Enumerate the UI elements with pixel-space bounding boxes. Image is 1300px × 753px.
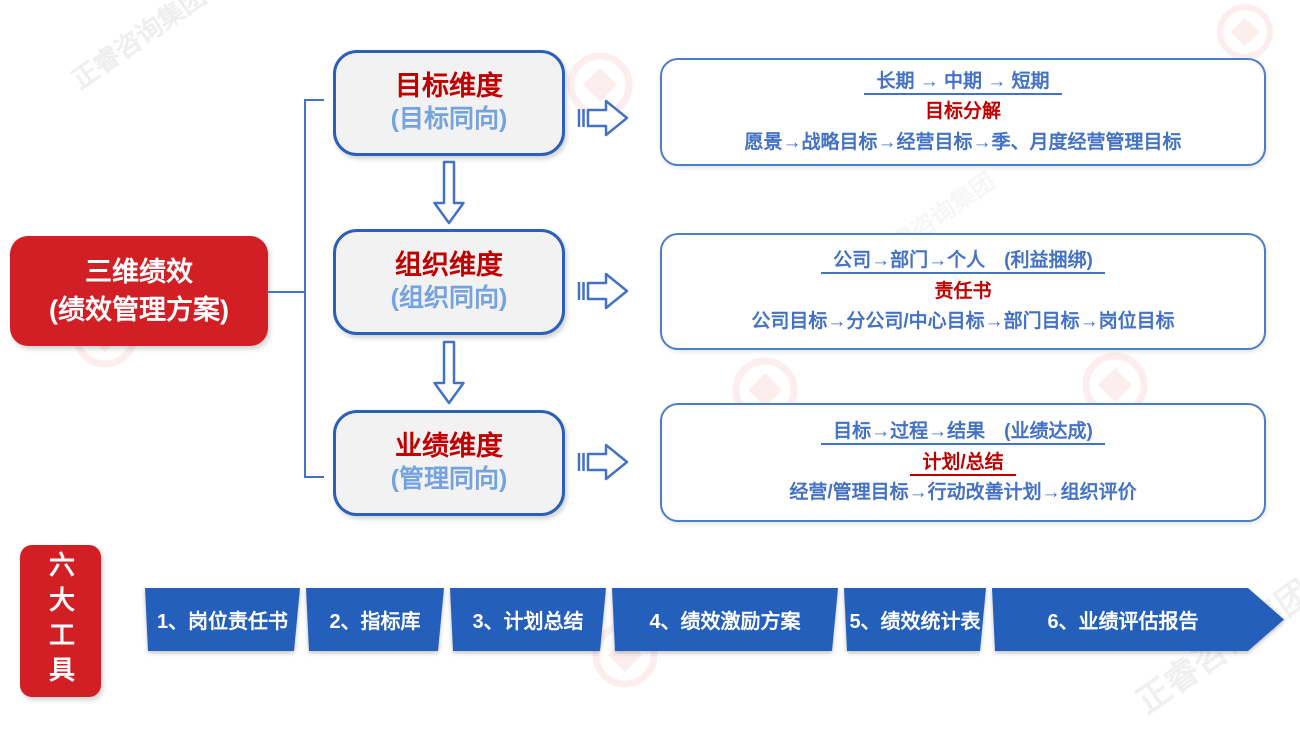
root-performance-box: 三维绩效 (绩效管理方案)	[10, 236, 268, 346]
watermark-company-text: 正睿咨询集团	[66, 0, 212, 95]
dimension-subtitle: (管理同向)	[390, 465, 508, 494]
root-title: 三维绩效	[85, 257, 193, 288]
bracket-connector	[267, 99, 324, 478]
detail-keyword-text: 计划/总结	[910, 451, 1016, 476]
dimension-box-performance: 业绩维度 (管理同向)	[333, 410, 565, 516]
tool-banner-label: 2、指标库	[306, 588, 444, 651]
tool-banner-segment-5: 5、绩效统计表	[844, 588, 986, 651]
tool-banner-label: 4、绩效激励方案	[612, 588, 838, 651]
tool-banner-label: 3、计划总结	[450, 588, 606, 651]
detail-box-organization: 公司→部门→个人 (利益捆绑) 责任书 公司目标→分公司/中心目标→部门目标→岗…	[660, 233, 1266, 350]
tool-banner-segment-4: 4、绩效激励方案	[612, 588, 838, 651]
detail-flow-line: 目标→过程→结果 (业绩达成)	[821, 418, 1105, 446]
detail-decomposition: 经营/管理目标→行动改善计划→组织评价	[789, 482, 1137, 504]
dimension-subtitle: (目标同向)	[390, 105, 508, 134]
root-subtitle: (绩效管理方案)	[49, 294, 229, 325]
tool-banner-segment-6-arrow: 6、业绩评估报告	[992, 588, 1284, 651]
detail-keyword: 责任书	[934, 280, 992, 302]
dimension-subtitle: (组织同向)	[390, 284, 508, 313]
detail-flow-text: 长期 → 中期 → 短期	[864, 70, 1062, 95]
detail-keyword: 计划/总结	[910, 449, 1016, 477]
tool-banner-label: 6、业绩评估报告	[992, 588, 1284, 651]
detail-flow-line: 长期 → 中期 → 短期	[864, 68, 1062, 96]
detail-decomposition: 愿景→战略目标→经营目标→季、月度经营管理目标	[744, 131, 1182, 153]
detail-decomposition: 公司目标→分公司/中心目标→部门目标→岗位目标	[751, 311, 1175, 333]
dimension-title: 组织维度	[395, 250, 503, 281]
detail-box-goal: 长期 → 中期 → 短期 目标分解 愿景→战略目标→经营目标→季、月度经营管理目…	[660, 58, 1266, 166]
detail-flow-text: 公司→部门→个人 (利益捆绑)	[821, 250, 1105, 275]
tool-banner-segment-3: 3、计划总结	[450, 588, 606, 651]
down-block-arrow-icon	[433, 160, 465, 225]
dimension-title: 业绩维度	[395, 431, 503, 462]
tool-banner-label: 1、岗位责任书	[145, 588, 300, 651]
detail-keyword: 目标分解	[924, 101, 1001, 123]
down-block-arrow-icon	[433, 340, 465, 405]
detail-flow-text: 目标→过程→结果 (业绩达成)	[821, 421, 1105, 446]
right-block-arrow-icon	[577, 443, 629, 481]
six-tools-box: 六大工具	[20, 545, 101, 697]
right-block-arrow-icon	[577, 99, 629, 137]
dimension-title: 目标维度	[395, 71, 503, 102]
dimension-box-organization: 组织维度 (组织同向)	[333, 229, 565, 335]
detail-flow-line: 公司→部门→个人 (利益捆绑)	[821, 247, 1105, 275]
dimension-box-goal: 目标维度 (目标同向)	[333, 50, 565, 156]
right-block-arrow-icon	[577, 272, 629, 310]
tool-banner-label: 5、绩效统计表	[844, 588, 986, 651]
tool-banner-segment-1: 1、岗位责任书	[145, 588, 300, 651]
detail-box-performance: 目标→过程→结果 (业绩达成) 计划/总结 经营/管理目标→行动改善计划→组织评…	[660, 403, 1266, 522]
tool-banner-segment-2: 2、指标库	[306, 588, 444, 651]
six-tools-label: 六大工具	[45, 551, 76, 691]
